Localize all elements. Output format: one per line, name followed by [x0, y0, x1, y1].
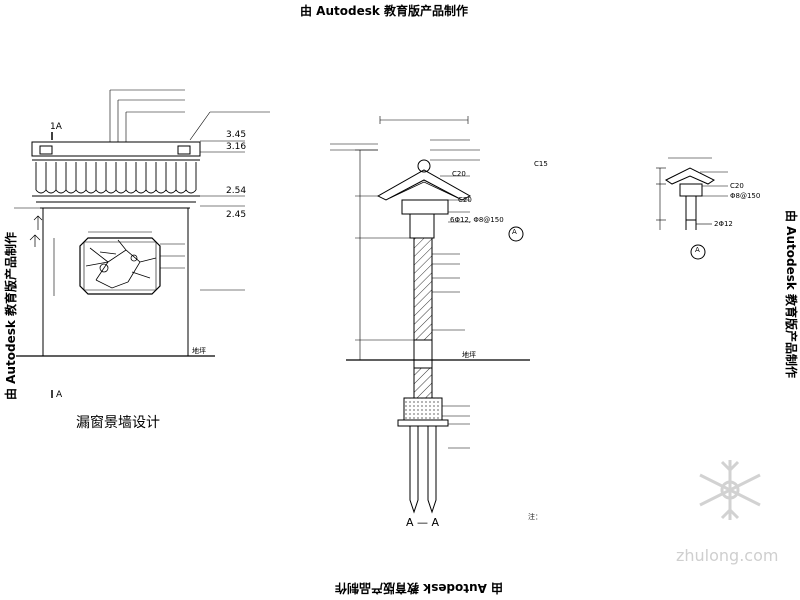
elevation-title: 漏窗景墙设计 [76, 415, 160, 431]
zhulong-logo-mark [699, 460, 761, 520]
detail-callout-stirrup: Φ8@150 [730, 192, 761, 200]
section-marker-a: A [512, 228, 517, 236]
section-title: A — A [406, 516, 440, 529]
elevation-ground-label: 地坪 [192, 347, 206, 355]
callout-c20: C20 [458, 196, 472, 204]
detail-callout-c20: C20 [730, 182, 744, 190]
level-label-2: 3.16 [226, 142, 247, 152]
elevation-view [14, 89, 270, 398]
level-label-4: 2.45 [226, 210, 247, 220]
detail-marker-a: A [695, 246, 700, 254]
callout-c20-top: C20 [452, 170, 466, 178]
watermark-text: zhulong.com [676, 546, 779, 565]
drawing-note: 注： [528, 513, 542, 521]
autodesk-stamp-top: 由 Autodesk 教育版产品制作 [300, 4, 469, 18]
section-mark-bottom: A [56, 390, 63, 400]
lattice-window [79, 237, 161, 295]
section-ground-label: 地坪 [462, 351, 476, 359]
section-view [330, 116, 530, 514]
callout-rebar: 6Φ12, Φ8@150 [450, 216, 504, 224]
level-label-3: 2.54 [226, 186, 247, 196]
section-mark-top: 1A [50, 122, 62, 132]
detail-view [656, 157, 728, 260]
callout-c15: C15 [534, 160, 548, 168]
detail-callout-main-bar: 2Φ12 [714, 220, 733, 228]
level-label-1: 3.45 [226, 130, 247, 140]
